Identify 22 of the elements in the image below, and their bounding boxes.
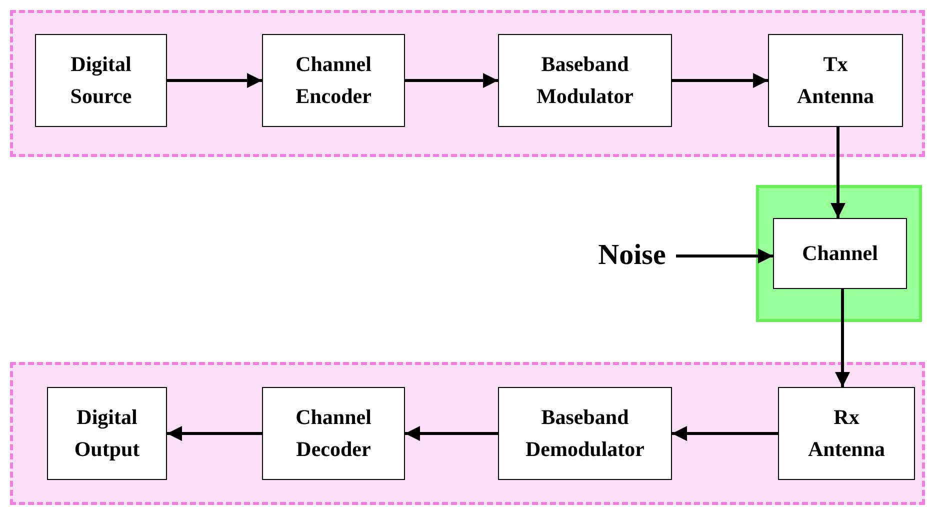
arrow bbox=[676, 248, 773, 264]
arrow bbox=[672, 73, 768, 88]
process-box: Tx Antenna bbox=[768, 34, 903, 127]
arrow bbox=[405, 73, 498, 88]
group-band bbox=[10, 362, 925, 505]
process-box: Channel bbox=[773, 218, 907, 289]
noise-label: Noise bbox=[588, 232, 676, 280]
arrow bbox=[830, 127, 846, 218]
arrow bbox=[167, 73, 262, 88]
arrow bbox=[167, 426, 262, 441]
group-band bbox=[10, 10, 925, 157]
arrow bbox=[405, 426, 498, 441]
arrow bbox=[835, 289, 850, 387]
process-box: Digital Output bbox=[47, 387, 167, 480]
process-box: Digital Source bbox=[35, 34, 167, 127]
process-box: Channel Decoder bbox=[262, 387, 405, 480]
channel-panel bbox=[756, 185, 922, 322]
process-box: Channel Encoder bbox=[262, 34, 405, 127]
process-box: Rx Antenna bbox=[778, 387, 915, 480]
process-box: Baseband Modulator bbox=[498, 34, 672, 127]
process-box: Baseband Demodulator bbox=[498, 387, 672, 480]
arrow bbox=[672, 426, 778, 441]
